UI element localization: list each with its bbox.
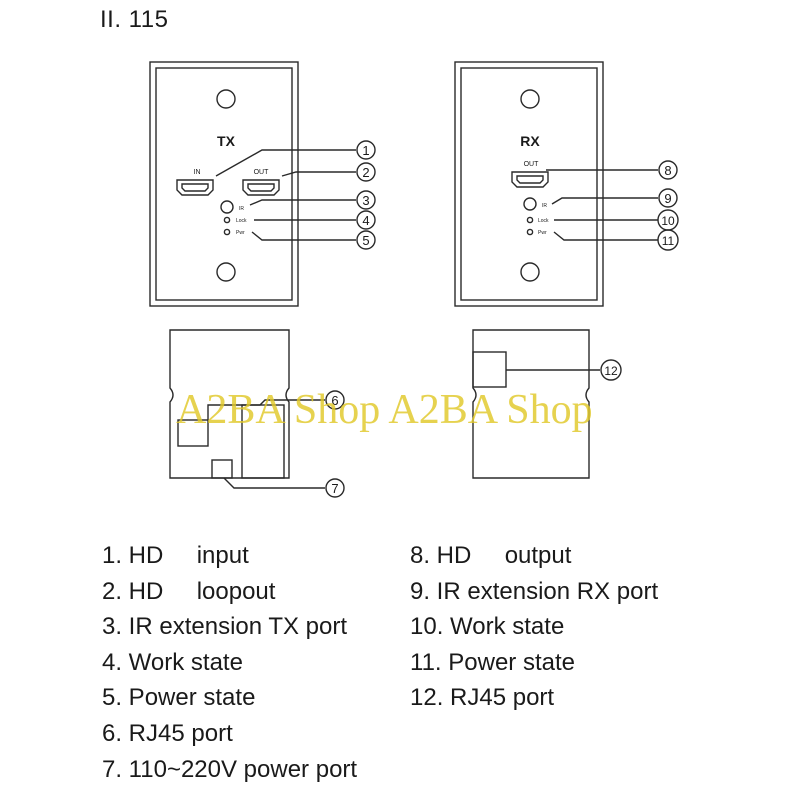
rx-lock-led [526,216,534,224]
rx-panel-outer [454,61,604,307]
legend-item: 4. Work state [102,648,243,676]
callout-circle-7 [325,478,345,498]
rx-back-outline [472,329,590,479]
tx-ir-port [220,200,234,214]
tx-lock-led [223,216,231,224]
tx-back-box: 6 7 [169,329,345,498]
rx-out-label: OUT [524,161,540,168]
callout-circle-12 [600,359,622,381]
callout-circle-8 [658,160,678,180]
tx-rj45-port [177,419,209,447]
tx-hdmi-in-port [176,179,214,196]
callout-leader-1 [215,149,356,177]
rx-screw-hole-bottom [520,262,540,282]
callout-circle-3 [356,190,376,210]
legend-item: 7. 110~220V power port [102,755,358,783]
legend-item: 8. HD output [410,542,572,569]
tx-panel-outer [149,61,299,307]
callout-circle-6 [325,390,345,410]
tx-in-label: IN [194,169,201,176]
legend-right-column: 8. HD output 9. IR extension RX port 10.… [410,538,658,716]
rx-lock-label: Lock [538,218,549,224]
callout-number-10: 10 [661,214,675,228]
callout-leader-3 [249,199,356,206]
legend-item: 6. RJ45 port [102,719,233,747]
tx-screw-hole-top [216,89,236,109]
callout-circle-4 [356,210,376,230]
legend-item: 9. IR extension RX port [410,577,659,605]
callout-number-9: 9 [664,191,671,206]
tx-pwr-label: Pwr [236,230,245,236]
callout-leader-9 [551,197,658,205]
callout-number-5: 5 [362,233,369,248]
tx-hdmi-in-port-inner [181,183,209,192]
callout-number-1: 1 [362,143,369,158]
rx-title: RX [520,133,540,149]
tx-hdmi-out-port [242,179,280,196]
callout-circle-9 [658,188,678,208]
rx-callouts: 8 9 10 11 [546,160,679,251]
legend-item: 5. Power state [102,684,256,712]
rx-screw-hole-top [520,89,540,109]
rx-panel-inner [460,67,598,301]
legend-item: 3. IR extension TX port [102,613,348,641]
callout-number-6: 6 [331,393,338,408]
callout-circle-2 [356,162,376,182]
figure-title: II. 115 [100,6,169,33]
callout-leader-5 [251,231,356,241]
callout-number-8: 8 [664,163,671,178]
rx-rj45-port [472,351,507,388]
rx-ir-label: IR [542,203,547,209]
rx-front-panel: RX OUT IR Lock Pwr [454,61,604,307]
callout-circle-5 [356,230,376,250]
legend-item: 11. Power state [410,648,575,676]
callout-number-7: 7 [331,481,338,496]
callout-circle-11 [657,229,679,251]
tx-callouts: 1 2 3 4 5 [215,140,376,250]
tx-front-panel: TX IN OUT IR Lock Pwr [149,61,299,307]
tx-power-port [211,459,233,479]
callout-number-11: 11 [662,234,675,248]
callout-circle-1 [356,140,376,160]
legend-item: 10. Work state [410,613,565,641]
callout-number-4: 4 [362,213,369,228]
rx-hdmi-out-port [511,171,549,188]
callout-leader-11 [553,231,658,241]
rx-pwr-led [526,228,534,236]
legend-item: 1. HD input [102,542,249,569]
callout-leader-2 [281,171,356,177]
callout-leader-6 [207,399,325,420]
tx-panel-inner [155,67,293,301]
product-diagram: TX IN OUT IR Lock Pwr 1 2 3 [149,61,679,498]
callout-leader-7 [223,477,325,489]
tx-screw-hole-bottom [216,262,236,282]
tx-hdmi-out-port-inner [247,183,275,192]
rx-hdmi-out-port-inner [516,175,544,184]
legend-item: 12. RJ45 port [410,684,555,712]
tx-pwr-led [223,228,231,236]
tx-lock-label: Lock [236,218,247,224]
tx-back-outline [169,329,290,479]
callout-number-2: 2 [362,165,369,180]
tx-out-label: OUT [254,169,270,176]
callout-number-12: 12 [604,364,618,378]
rx-pwr-label: Pwr [538,230,547,236]
legend-item: 2. HD loopout [102,577,276,605]
tx-title: TX [217,133,236,149]
rx-ir-port [523,197,537,211]
tx-module-block [241,404,285,479]
legend-left-column: 1. HD input 2. HD loopout 3. IR extensio… [102,538,357,787]
rx-back-box: 12 [472,329,622,479]
callout-number-3: 3 [362,193,369,208]
tx-ir-label: IR [239,206,244,212]
